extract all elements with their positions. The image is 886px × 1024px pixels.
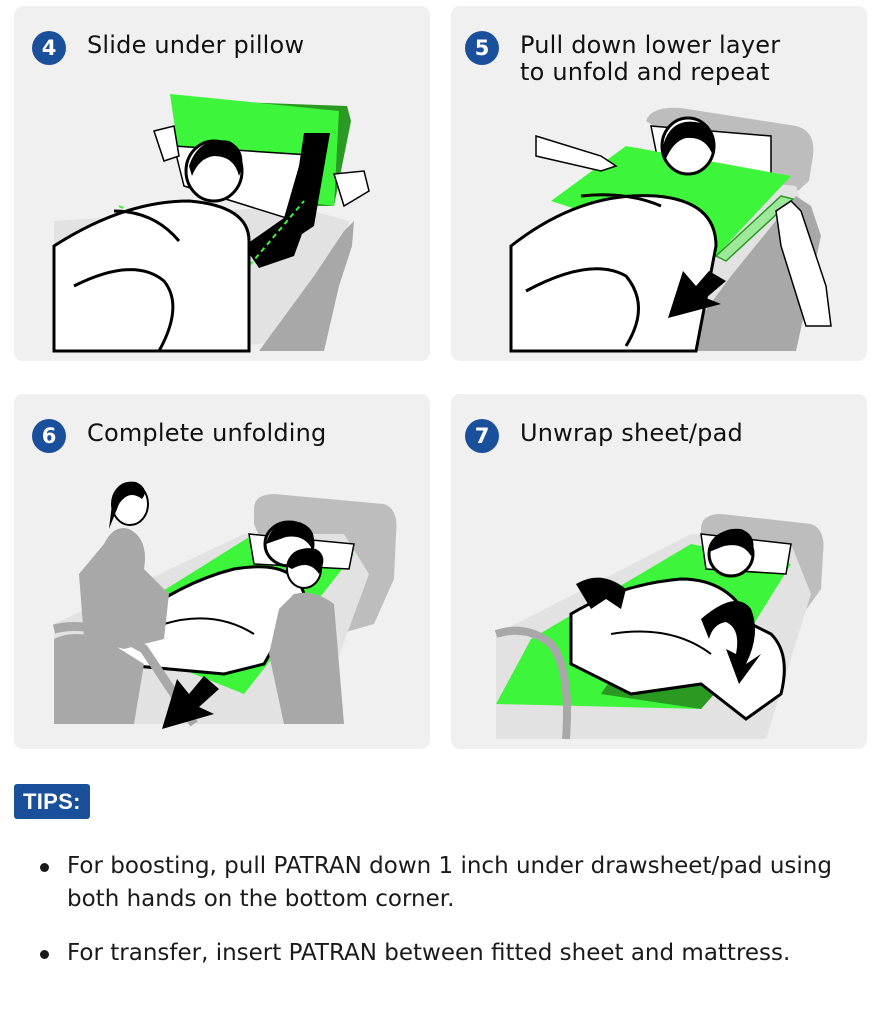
bullet-icon (40, 950, 49, 959)
bullet-icon (40, 863, 49, 872)
step-number-badge: 5 (465, 31, 499, 65)
step-card-6: 6 Complete unfolding (14, 394, 430, 749)
tip-item: For transfer, insert PATRAN between fitt… (40, 937, 860, 970)
step-number-badge: 6 (32, 419, 66, 453)
tip-text: For boosting, pull PATRAN down 1 inch un… (67, 853, 832, 912)
step-header: 5 Pull down lower layer to unfold and re… (465, 31, 781, 86)
step-number-badge: 7 (465, 419, 499, 453)
tip-text: For transfer, insert PATRAN between fitt… (67, 940, 791, 966)
step-card-5: 5 Pull down lower layer to unfold and re… (451, 6, 867, 361)
tips-list: For boosting, pull PATRAN down 1 inch un… (40, 850, 860, 991)
step-title: Slide under pillow (87, 31, 305, 59)
step-title: Complete unfolding (87, 419, 327, 447)
step-card-4: 4 Slide under pillow (14, 6, 430, 361)
step-title: Pull down lower layer to unfold and repe… (520, 31, 781, 86)
step-card-7: 7 Unwrap sheet/pad (451, 394, 867, 749)
step-number-badge: 4 (32, 31, 66, 65)
step-header: 7 Unwrap sheet/pad (465, 419, 743, 453)
step-header: 4 Slide under pillow (32, 31, 305, 65)
complete-unfolding-illustration (52, 481, 397, 729)
tip-item: For boosting, pull PATRAN down 1 inch un… (40, 850, 860, 916)
unwrap-sheet-pad-illustration (494, 514, 824, 740)
step-header: 6 Complete unfolding (32, 419, 327, 453)
step-title: Unwrap sheet/pad (520, 419, 743, 447)
tips-label: TIPS: (14, 784, 90, 819)
slide-under-pillow-illustration (52, 94, 370, 353)
pull-down-lower-layer-illustration (509, 107, 832, 353)
